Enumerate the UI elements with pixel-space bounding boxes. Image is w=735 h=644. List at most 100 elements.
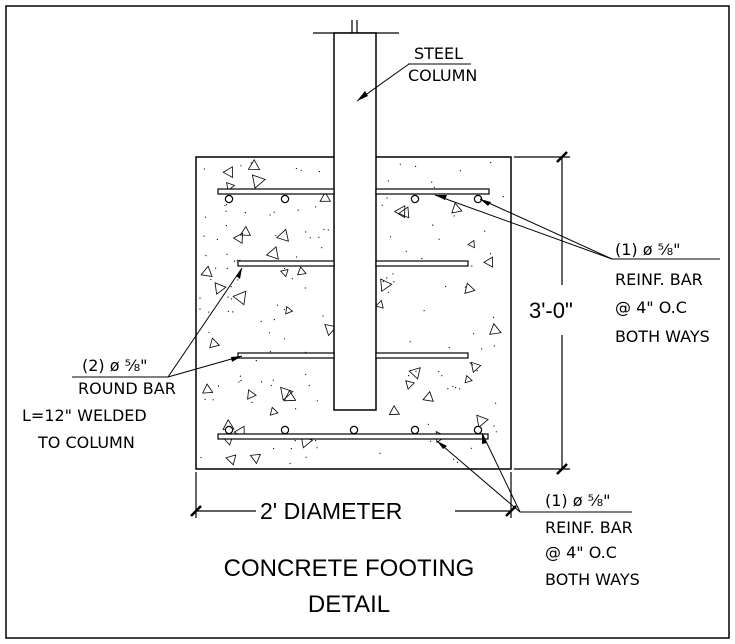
aggregate-speck bbox=[215, 267, 217, 269]
round-bar-label-line1: (2) ø ⅝" bbox=[82, 356, 148, 375]
aggregate-speck bbox=[315, 206, 317, 208]
round-bar-label-line2: ROUND BAR bbox=[78, 379, 176, 398]
aggregate-speck bbox=[268, 332, 270, 334]
aggregate-speck bbox=[204, 398, 206, 400]
aggregate-triangle bbox=[398, 206, 410, 219]
aggregate-speck bbox=[316, 400, 318, 402]
rebar-cross-section bbox=[349, 425, 359, 435]
aggregate-triangle bbox=[232, 290, 247, 306]
aggregate-triangle bbox=[249, 453, 262, 465]
aggregate-speck bbox=[275, 235, 277, 237]
aggregate-speck bbox=[447, 388, 449, 390]
aggregate-speck bbox=[233, 260, 236, 262]
aggregate-triangle bbox=[324, 323, 338, 337]
aggregate-speck bbox=[484, 230, 486, 232]
aggregate-speck bbox=[203, 235, 205, 237]
aggregate-triangle bbox=[239, 225, 252, 236]
aggregate-speck bbox=[431, 181, 433, 183]
aggregate-speck bbox=[295, 408, 297, 410]
aggregate-speck bbox=[250, 162, 252, 164]
aggregate-speck bbox=[441, 375, 443, 377]
aggregate-triangle bbox=[279, 268, 289, 278]
aggregate-triangle bbox=[251, 174, 266, 189]
aggregate-speck bbox=[433, 186, 435, 188]
aggregate-speck bbox=[212, 399, 214, 401]
bottom-reinforcement-bar bbox=[217, 425, 489, 440]
aggregate-speck bbox=[379, 452, 381, 454]
column-body bbox=[333, 32, 377, 411]
aggregate-speck bbox=[389, 236, 392, 238]
aggregate-triangle bbox=[470, 361, 482, 373]
aggregate-speck bbox=[472, 364, 474, 366]
aggregate-speck bbox=[240, 165, 242, 167]
aggregate-speck bbox=[386, 277, 388, 279]
reinf-top-label: (1) ø ⅝" REINF. BAR @ 4" O.C BOTH WAYS bbox=[615, 240, 710, 346]
reinf-top-label-line3: @ 4" O.C bbox=[615, 298, 687, 317]
round-bar-label-line4: TO COLUMN bbox=[37, 433, 135, 452]
reinf-bottom-label: (1) ø ⅝" REINF. BAR @ 4" O.C BOTH WAYS bbox=[545, 491, 640, 589]
aggregate-triangle bbox=[374, 299, 384, 309]
aggregate-speck bbox=[260, 320, 262, 322]
aggregate-speck bbox=[277, 304, 279, 306]
aggregate-triangle bbox=[296, 266, 307, 276]
aggregate-speck bbox=[208, 331, 210, 333]
aggregate-speck bbox=[205, 216, 207, 218]
rebar-cross-section bbox=[224, 194, 234, 204]
aggregate-speck bbox=[203, 168, 205, 170]
rebar-cross-section bbox=[280, 425, 290, 435]
aggregate-speck bbox=[409, 341, 411, 343]
aggregate-speck bbox=[300, 169, 302, 171]
aggregate-speck bbox=[387, 180, 389, 182]
aggregate-speck bbox=[304, 287, 306, 289]
reinf-top-leader-1 bbox=[434, 194, 613, 260]
aggregate-speck bbox=[438, 370, 440, 372]
aggregate-speck bbox=[239, 375, 241, 377]
aggregate-triangle bbox=[226, 181, 236, 192]
aggregate-speck bbox=[273, 447, 275, 450]
sheet-border bbox=[5, 5, 730, 639]
aggregate-speck bbox=[270, 384, 272, 387]
round-bar-upper bbox=[237, 260, 469, 267]
aggregate-speck bbox=[261, 381, 263, 383]
aggregate-speck bbox=[489, 253, 492, 255]
aggregate-speck bbox=[289, 463, 291, 465]
aggregate-speck bbox=[226, 267, 228, 270]
aggregate-speck bbox=[283, 267, 286, 270]
aggregate-speck bbox=[459, 388, 461, 390]
aggregate-speck bbox=[269, 351, 271, 353]
aggregate-speck bbox=[291, 278, 293, 280]
aggregate-triangle bbox=[280, 386, 294, 401]
round-bar-label-line3: L=12" WELDED bbox=[22, 406, 147, 425]
aggregate-speck bbox=[452, 385, 454, 387]
aggregate-speck bbox=[493, 316, 495, 318]
aggregate-speck bbox=[327, 229, 329, 231]
aggregate-speck bbox=[318, 171, 320, 173]
aggregate-speck bbox=[305, 373, 307, 376]
aggregate-speck bbox=[481, 348, 483, 350]
aggregate-speck bbox=[244, 212, 246, 214]
drawing-title-line1: CONCRETE FOOTING bbox=[224, 555, 475, 582]
aggregate-speck bbox=[476, 370, 478, 372]
aggregate-speck bbox=[208, 311, 210, 313]
aggregate-speck bbox=[455, 387, 457, 389]
aggregate-speck bbox=[237, 279, 239, 281]
aggregate-triangle bbox=[489, 322, 502, 335]
aggregate-speck bbox=[315, 440, 317, 442]
aggregate-speck bbox=[495, 402, 497, 404]
aggregate-triangle bbox=[319, 191, 332, 202]
height-dimension-text: 3'-0" bbox=[529, 298, 573, 323]
reinf-top-leader-2 bbox=[479, 198, 613, 260]
aggregate-triangle bbox=[467, 239, 475, 249]
aggregate-speck bbox=[225, 210, 227, 212]
rebar-cross-section bbox=[473, 425, 483, 435]
steel-column-label-line2: COLUMN bbox=[408, 66, 477, 85]
aggregate-triangle bbox=[209, 337, 221, 349]
aggregate-speck bbox=[240, 380, 242, 382]
aggregate-speck bbox=[323, 228, 325, 230]
aggregate-speck bbox=[294, 440, 296, 442]
height-dimension bbox=[514, 151, 570, 475]
aggregate-speck bbox=[430, 440, 432, 442]
aggregate-speck bbox=[227, 310, 229, 312]
aggregate-speck bbox=[438, 238, 440, 240]
label-underlines bbox=[72, 63, 720, 513]
